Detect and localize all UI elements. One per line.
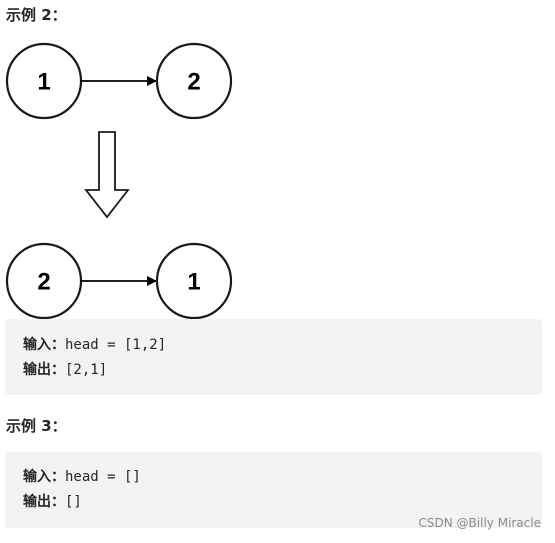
example-2-code-block: 输入：head = [1,2] 输出：[2,1] bbox=[5, 319, 542, 395]
example-3-heading: 示例 3： bbox=[6, 417, 67, 435]
node-value: 2 bbox=[187, 69, 200, 96]
input-line: 输入：head = [1,2] bbox=[23, 335, 166, 355]
example-3-code-block: 输入：head = [] 输出：[] bbox=[5, 452, 542, 528]
list-node: 1 bbox=[155, 242, 233, 320]
input-label: 输入： bbox=[23, 337, 65, 353]
list-node: 1 bbox=[5, 42, 83, 120]
output-label: 输出： bbox=[23, 494, 65, 510]
output-value: [] bbox=[65, 494, 82, 510]
output-label: 输出： bbox=[23, 362, 65, 378]
input-label: 输入： bbox=[23, 469, 65, 485]
output-line: 输出：[2,1] bbox=[23, 360, 107, 380]
node-value: 1 bbox=[37, 69, 50, 96]
node-value: 2 bbox=[37, 269, 50, 296]
linked-list-diagram: 1 2 2 1 bbox=[5, 42, 233, 320]
input-value: head = [] bbox=[65, 469, 141, 485]
example-2-heading: 示例 2： bbox=[6, 6, 67, 24]
csdn-watermark: CSDN @Billy Miracle bbox=[418, 516, 541, 530]
list-node: 2 bbox=[5, 242, 83, 320]
input-line: 输入：head = [] bbox=[23, 467, 141, 487]
output-value: [2,1] bbox=[65, 362, 108, 378]
input-value: head = [1,2] bbox=[65, 337, 167, 353]
node-value: 1 bbox=[187, 269, 200, 296]
list-node: 2 bbox=[155, 42, 233, 120]
output-line: 输出：[] bbox=[23, 492, 82, 512]
down-arrow-icon bbox=[84, 131, 130, 219]
